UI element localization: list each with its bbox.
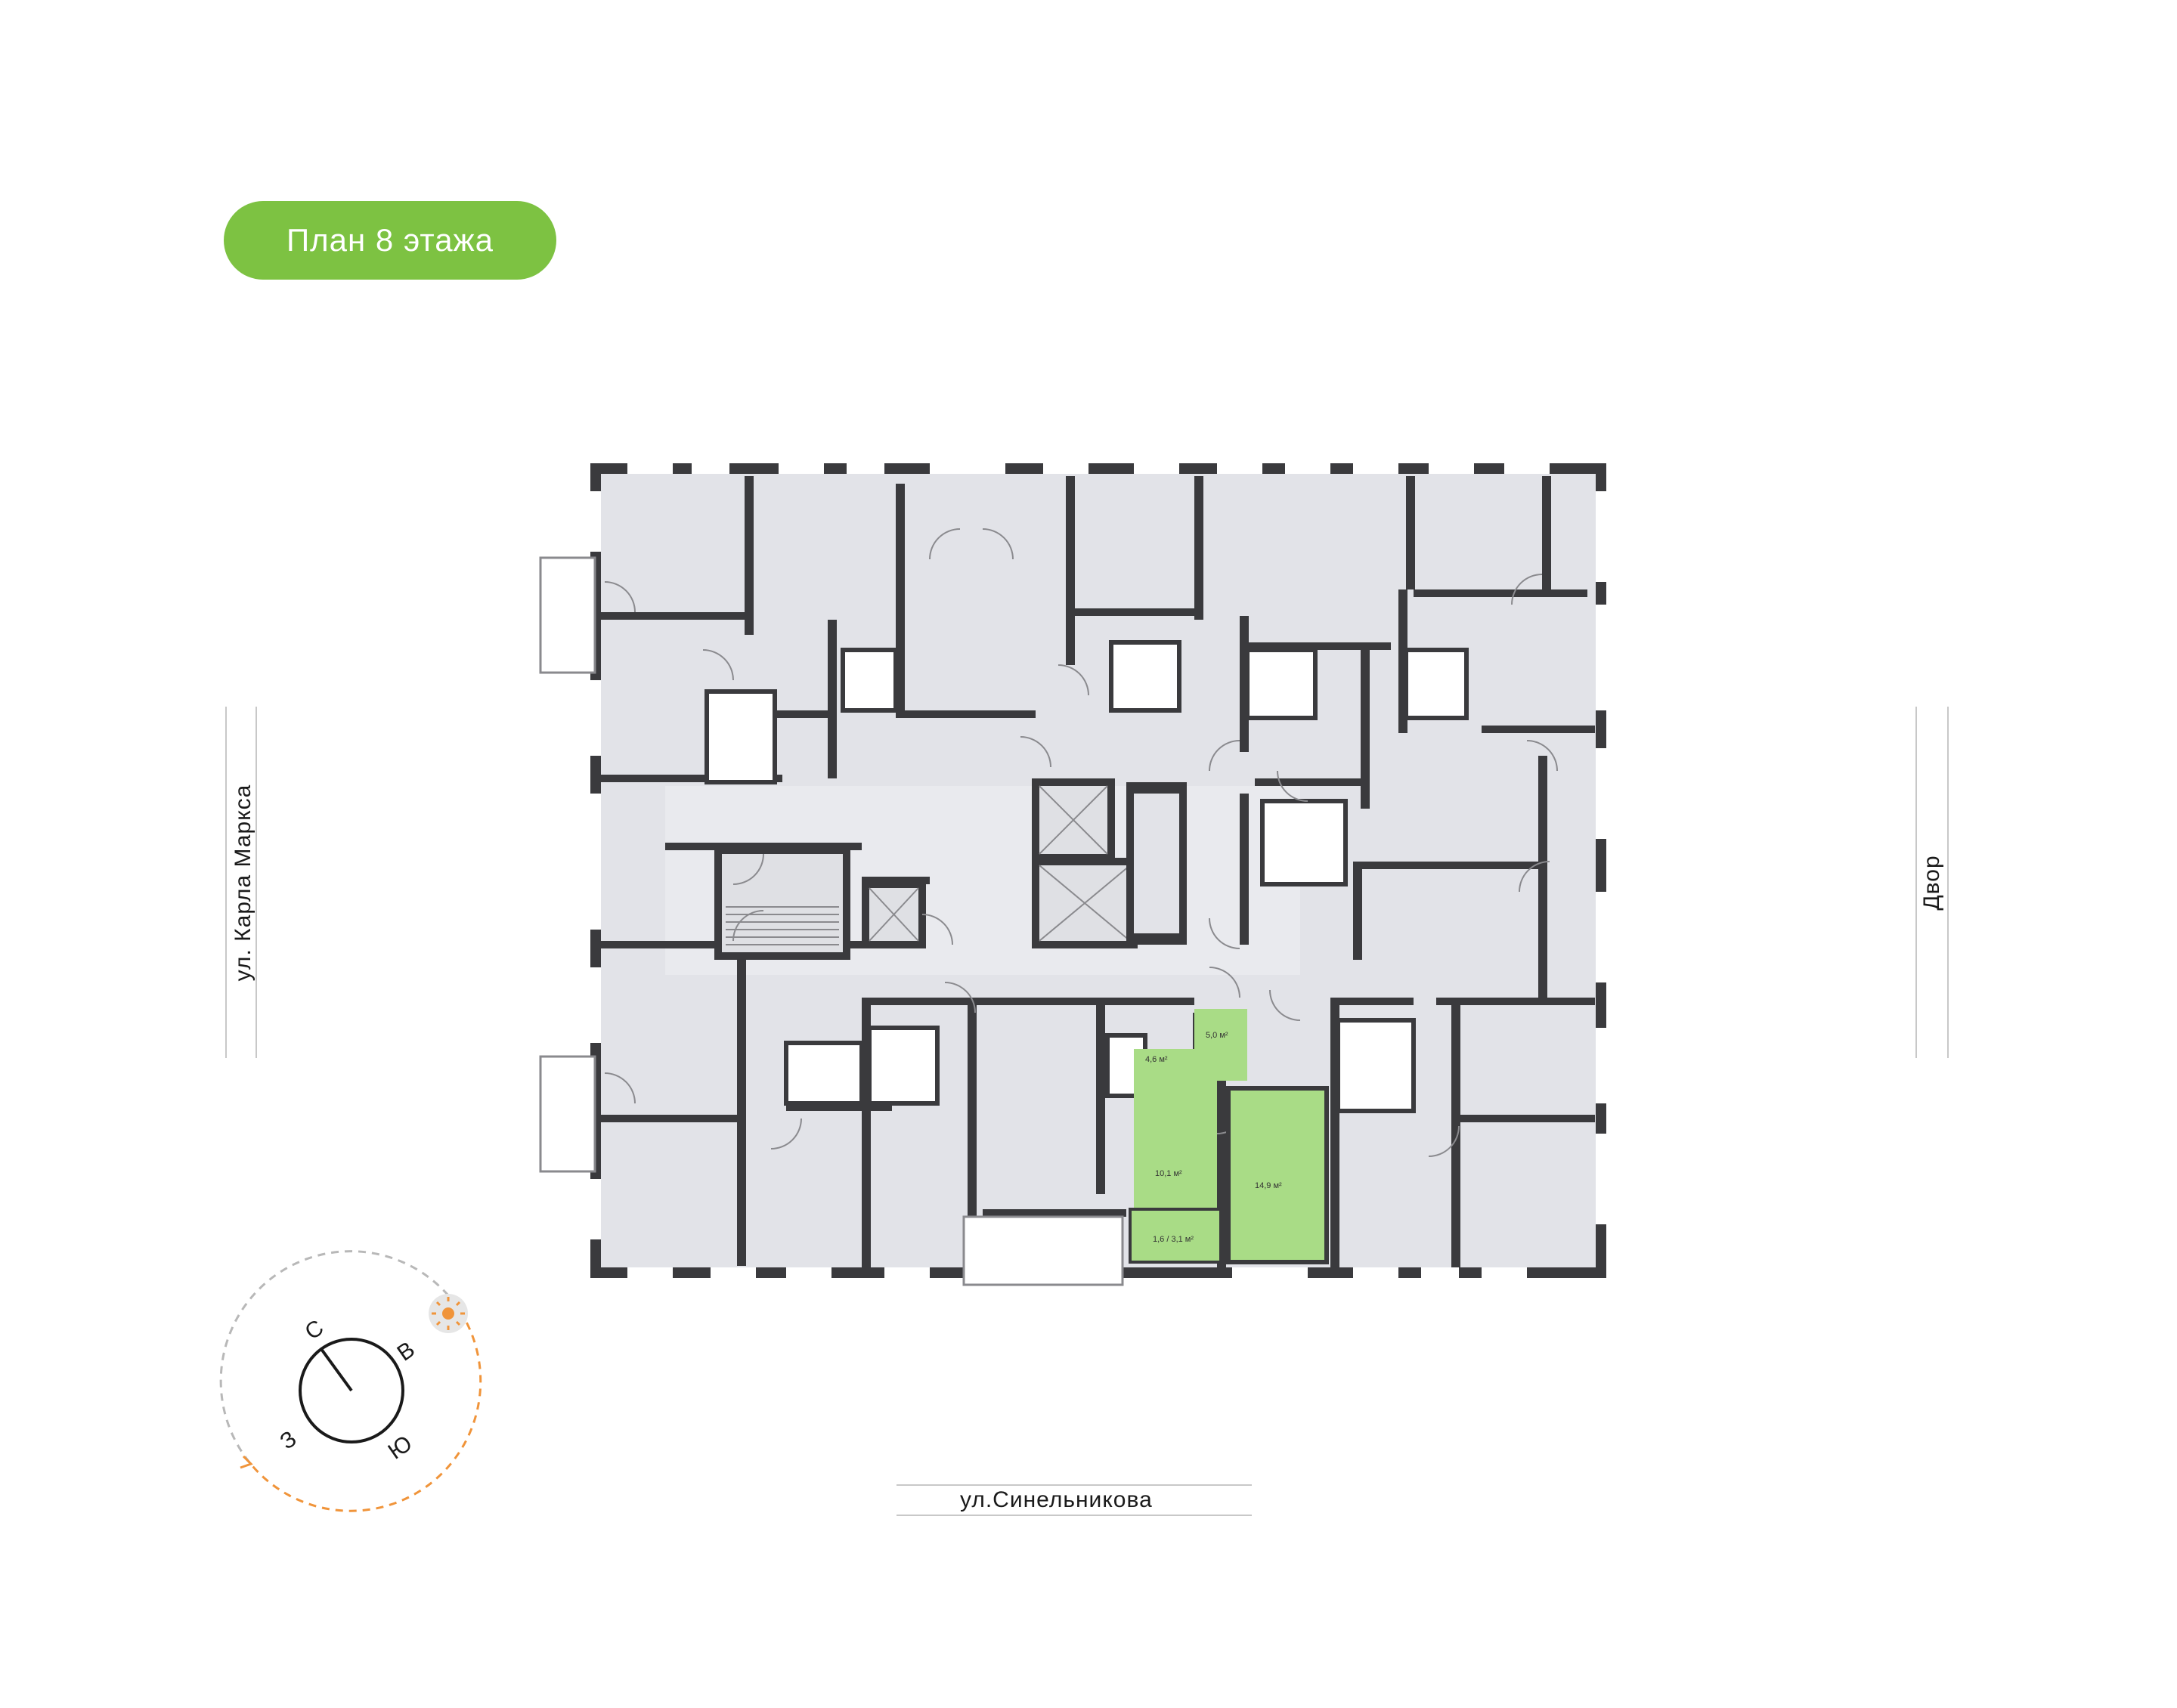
selected-apartment[interactable] [1129, 1009, 1329, 1264]
room-area-bath: 4,6 м² [1145, 1055, 1168, 1064]
room-area-balcony: 1,6 / 3,1 м² [1153, 1235, 1194, 1244]
room-area-kitchen: 10,1 м² [1155, 1169, 1182, 1178]
loggia-south [962, 1215, 1124, 1286]
compass-east: В [393, 1337, 420, 1366]
compass-south: Ю [384, 1431, 417, 1464]
south-street-label: ул.Синельникова [960, 1487, 1153, 1512]
door-swings [604, 528, 1558, 1157]
compass-north: С [301, 1315, 329, 1344]
south-street-line-top [897, 1484, 1252, 1486]
west-street-line-left [225, 707, 227, 1058]
compass-west: З [276, 1426, 302, 1454]
balcony-west-top [539, 556, 596, 674]
east-street-line-left [1915, 707, 1917, 1058]
south-street-line-bottom [897, 1515, 1252, 1516]
windows [590, 463, 1606, 1278]
west-street-line-right [255, 707, 257, 1058]
interior-walls-vertical [737, 476, 1551, 1270]
stairs [726, 906, 839, 945]
east-street-line-right [1947, 707, 1949, 1058]
balcony-west-bottom [539, 1055, 596, 1173]
stair-core [714, 846, 850, 960]
room-area-bedroom: 14,9 м² [1255, 1181, 1282, 1190]
compass: С В Ю З [219, 1250, 482, 1512]
floor-title-badge[interactable]: План 8 этажа [224, 201, 556, 280]
room-area-hall: 5,0 м² [1206, 1031, 1228, 1040]
